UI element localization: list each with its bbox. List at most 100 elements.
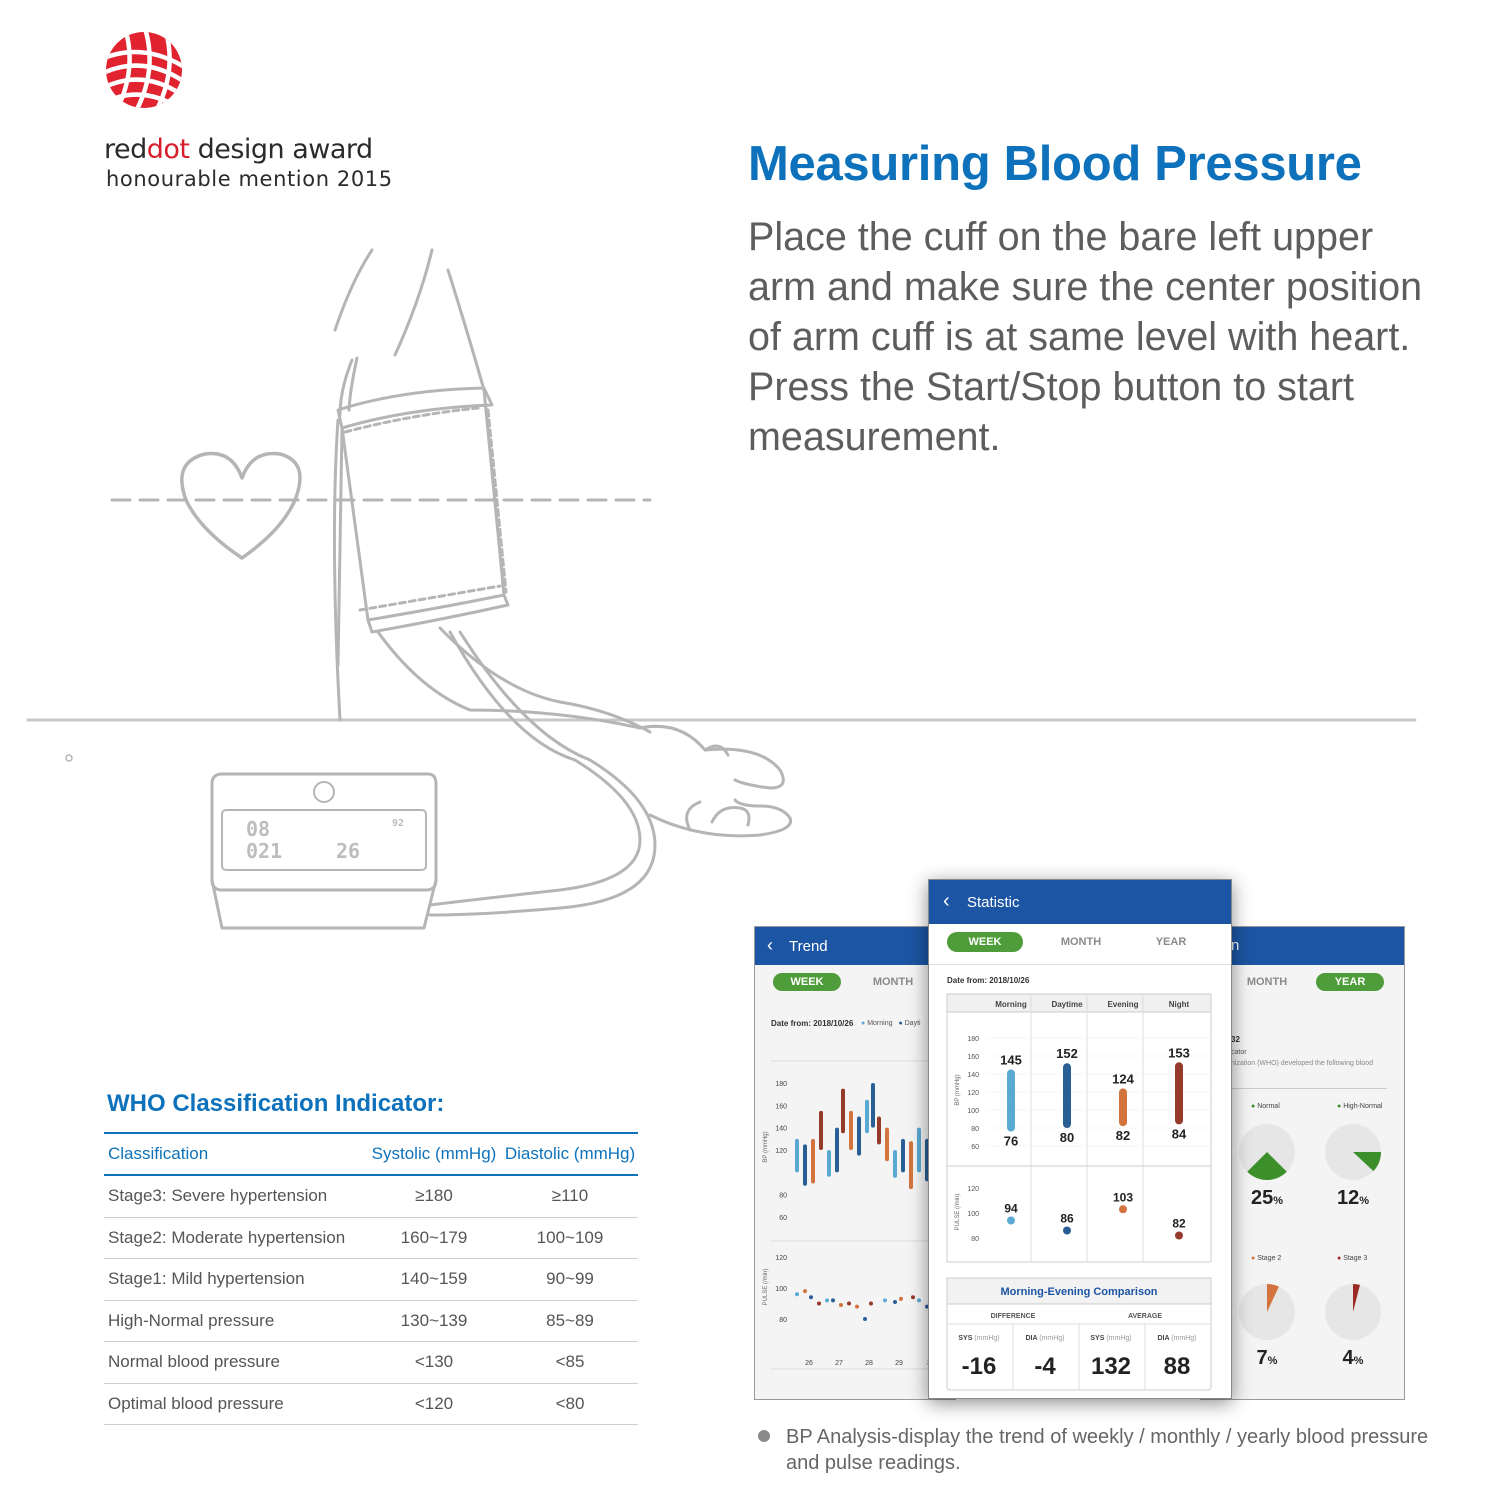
bp-tick-label: 100 xyxy=(967,1108,979,1115)
column-header-evening: Evening xyxy=(1107,1000,1138,1009)
bp-tick-label: 80 xyxy=(971,1126,979,1133)
pie-percent-value: 7 xyxy=(1257,1347,1268,1369)
pulse-point xyxy=(847,1301,851,1306)
pie-label: ● High-Normal xyxy=(1337,1103,1383,1110)
pulse-tick-label: 120 xyxy=(967,1186,979,1193)
pie-label-dot: ● xyxy=(1251,1103,1257,1110)
divider xyxy=(929,964,1231,965)
pulse-tick-label: 80 xyxy=(971,1236,979,1243)
device-display-line4: 92 xyxy=(392,818,404,829)
bp-bar xyxy=(865,1099,869,1134)
bp-bar xyxy=(917,1127,921,1173)
trend-header: ‹ Trend xyxy=(755,927,955,965)
arm-cuff-illustration: 08 021 26 92 xyxy=(26,248,1417,930)
who-cell: 140~159 xyxy=(366,1258,502,1301)
tab-week[interactable]: WEEK xyxy=(947,932,1023,952)
x-tick-label: 27 xyxy=(835,1360,843,1367)
statistic-date: Date from: 2018/10/26 xyxy=(947,976,1030,985)
pulse-point xyxy=(855,1304,859,1309)
year-count-fragment: 32 xyxy=(1231,1035,1240,1044)
who-cell: 130~139 xyxy=(366,1300,502,1342)
pulse-point xyxy=(831,1298,835,1303)
tab-week[interactable]: WEEK xyxy=(773,973,841,991)
reddot-award-logo-icon xyxy=(106,32,182,108)
bp-axis-label: BP (mmHg) xyxy=(763,1131,769,1162)
pulse-value-label: 103 xyxy=(1113,1190,1133,1204)
comparison-cell-unit: (mmHg) xyxy=(1106,1335,1131,1342)
bp-bar xyxy=(835,1127,839,1173)
bp-tick-label: 60 xyxy=(971,1144,979,1151)
who-cell: 85~89 xyxy=(502,1300,638,1342)
pulse-value-label: 86 xyxy=(1060,1212,1074,1226)
year-header: n xyxy=(1201,927,1404,965)
bp-bar xyxy=(841,1088,845,1134)
statistic-screen: ‹ Statistic WEEK MONTH YEAR Date from: 2… xyxy=(928,879,1232,1399)
pie-percent: 4% xyxy=(1343,1347,1364,1369)
bp-bar xyxy=(909,1141,913,1190)
pie-percent: 7% xyxy=(1257,1347,1278,1369)
pulse-point xyxy=(1063,1226,1071,1235)
tab-month[interactable]: MONTH xyxy=(1060,936,1102,948)
back-chevron-icon[interactable]: ‹ xyxy=(943,890,950,912)
bp-tick-label: 140 xyxy=(775,1126,787,1133)
legend-morning: Morning xyxy=(867,1020,893,1027)
who-classification-table: Classification Systolic (mmHg) Diastolic… xyxy=(104,1132,638,1425)
comparison-cell-name: DIA xyxy=(1025,1335,1039,1342)
pulse-point xyxy=(1119,1205,1127,1214)
back-chevron-icon[interactable]: ‹ xyxy=(767,935,773,955)
pie-percent-sign: % xyxy=(1359,1195,1369,1207)
bp-tick-label: 120 xyxy=(775,1148,787,1155)
bp-bar xyxy=(849,1110,853,1150)
pie-label: ● Stage 3 xyxy=(1337,1255,1367,1262)
bp-range-bar xyxy=(1119,1088,1127,1127)
bp-bar xyxy=(857,1116,861,1156)
tab-month[interactable]: MONTH xyxy=(872,976,914,988)
pie-percent-sign: % xyxy=(1268,1355,1278,1367)
award-brand-rest: design award xyxy=(189,134,374,165)
tab-year[interactable]: YEAR xyxy=(1155,936,1187,948)
bp-bar xyxy=(819,1110,823,1150)
pulse-point xyxy=(839,1303,843,1308)
pulse-point xyxy=(899,1296,903,1301)
bp-bar xyxy=(871,1083,875,1128)
who-cell: <80 xyxy=(502,1383,638,1425)
award-brand-red: red xyxy=(104,134,147,165)
column-header-night: Night xyxy=(1169,1000,1190,1009)
comparison-cell-value: -4 xyxy=(1034,1353,1056,1380)
comparison-header-bar xyxy=(946,1277,1212,1305)
dia-value-label: 76 xyxy=(1004,1134,1018,1149)
pie-label-dot: ● xyxy=(1337,1103,1343,1110)
comparison-cell-label: SYS (mmHg) xyxy=(1090,1335,1131,1342)
pie-slice xyxy=(1353,1152,1381,1172)
statistic-header: ‹ Statistic xyxy=(929,880,1231,924)
pie-label: ● Normal xyxy=(1251,1103,1280,1110)
footnote: BP Analysis-display the trend of weekly … xyxy=(786,1426,1429,1474)
who-title: WHO Classification Indicator: xyxy=(107,1090,445,1117)
legend-daytime: Dayti xyxy=(904,1020,921,1027)
bp-bar xyxy=(901,1138,905,1173)
column-header-daytime: Daytime xyxy=(1051,1000,1083,1009)
comparison-cell-name: DIA xyxy=(1157,1335,1171,1342)
bp-tick-label: 160 xyxy=(967,1054,979,1061)
pie-label-text: Normal xyxy=(1257,1103,1280,1110)
column-header-morning: Morning xyxy=(995,1000,1027,1009)
tab-month[interactable]: MONTH xyxy=(1246,976,1288,988)
bp-tick-label: 160 xyxy=(775,1103,787,1110)
pulse-tick-label: 100 xyxy=(967,1211,979,1218)
trend-title: Trend xyxy=(789,938,828,955)
who-cell: <130 xyxy=(366,1341,502,1384)
average-label: AVERAGE xyxy=(1128,1313,1162,1320)
tab-year[interactable]: YEAR xyxy=(1316,973,1384,991)
pie-percent-value: 12 xyxy=(1337,1187,1359,1209)
comparison-cell-unit: (mmHg) xyxy=(1171,1335,1196,1342)
footnote-bullet xyxy=(758,1430,770,1442)
pulse-point xyxy=(917,1298,921,1303)
year-line1: cator xyxy=(1231,1049,1247,1056)
pulse-point xyxy=(817,1301,821,1306)
bp-tick-label: 140 xyxy=(967,1072,979,1079)
who-cell: Normal blood pressure xyxy=(104,1341,366,1384)
who-cell: <120 xyxy=(366,1383,502,1425)
pie-percent-sign: % xyxy=(1273,1195,1283,1207)
bp-tick-label: 180 xyxy=(775,1081,787,1088)
